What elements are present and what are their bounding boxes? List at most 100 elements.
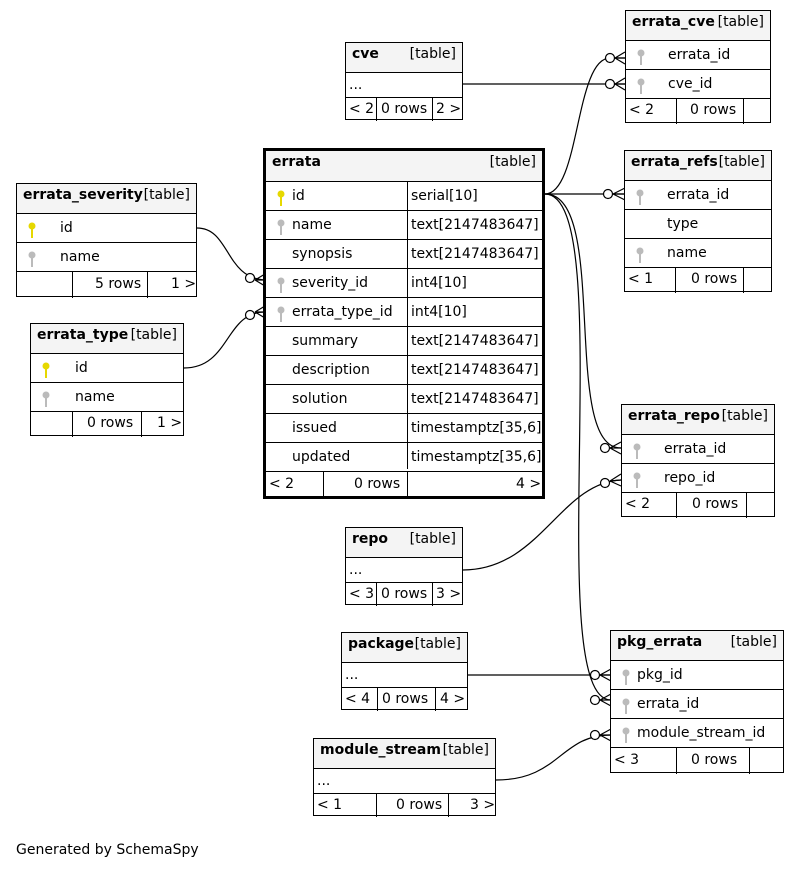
column-name: summary [292,333,359,349]
column-name: id [60,220,73,236]
nav-children[interactable]: 4 > [516,476,542,492]
collapsed-columns: ... [314,768,495,794]
column-row: solution text[2147483647] [266,384,542,414]
table-name: errata_cve [632,14,715,30]
foreign-key-icon [634,77,648,95]
nav-parents[interactable]: < 2 [349,101,375,117]
table-name: errata_type [37,327,129,343]
table-pkg-errata[interactable]: pkg_errata [table] pkg_id errata_id modu… [610,630,784,774]
column-name: id [292,188,305,204]
nav-children[interactable]: 1 > [171,276,197,292]
nav-parents[interactable]: < 2 [269,476,295,492]
nav-children[interactable]: 3 > [470,797,496,813]
edge-errata-to-errata-cve [544,57,625,195]
generator-credit: Generated by SchemaSpy [16,842,199,858]
table-header: cve [table] [346,43,462,72]
foreign-key-icon [630,442,644,460]
nav-parents[interactable]: < 1 [628,271,654,287]
column-row: id serial[10] [266,181,542,211]
column-name: errata_id [668,47,731,63]
column-row: name [17,242,196,272]
table-type-label: [table] [489,154,536,170]
table-errata-cve[interactable]: errata_cve [table] errata_id cve_id < 2 … [625,10,771,124]
primary-key-icon [39,361,53,379]
column-name: errata_id [637,696,700,712]
table-header: errata_cve [table] [626,11,770,40]
table-errata-refs[interactable]: errata_refs [table] errata_id type name … [624,150,772,293]
row-count: 0 rows [381,586,428,602]
table-header: module_stream [table] [314,739,495,768]
column-row: name [31,382,183,412]
nav-children[interactable]: 3 > [436,586,462,602]
table-footer: < 4 0 rows 4 > [342,687,467,711]
nav-parents[interactable]: < 3 [614,752,640,768]
nav-parents[interactable]: < 3 [349,586,375,602]
row-count: 0 rows [690,102,737,118]
edge-repo-to-errata-repo [462,479,622,571]
table-type-label: [table] [130,327,177,343]
foreign-key-icon [633,246,647,264]
column-name: id [75,360,88,376]
table-errata-type[interactable]: errata_type [table] id name 0 rows 1 > [30,323,184,437]
table-header: package [table] [342,633,467,662]
nav-children[interactable]: 1 > [157,415,183,431]
column-name: severity_id [292,275,369,291]
nav-parents[interactable]: < 2 [625,496,651,512]
row-count: 0 rows [396,797,443,813]
table-header: errata_severity [table] [17,184,196,213]
nav-parents[interactable]: < 4 [345,691,371,707]
nav-children[interactable]: 4 > [440,691,466,707]
column-name: solution [292,391,348,407]
ellipsis: ... [345,667,359,683]
edge-type-to-errata [183,311,266,369]
foreign-key-icon [39,390,53,408]
column-name: module_stream_id [637,725,766,741]
table-type-label: [table] [409,531,456,547]
table-footer: < 1 0 rows 3 > [314,793,495,817]
table-name: package [348,636,415,652]
table-name: errata_repo [628,408,720,424]
table-cve[interactable]: cve [table] ... < 2 0 rows 2 > [345,42,463,121]
column-name: name [667,245,707,261]
table-type-label: [table] [414,636,461,652]
row-count: 0 rows [692,496,739,512]
table-footer: < 2 0 rows [626,98,770,124]
table-repo[interactable]: repo [table] ... < 3 0 rows 3 > [345,527,463,606]
column-type: text[2147483647] [411,333,539,349]
nav-children[interactable]: 2 > [436,101,462,117]
table-type-label: [table] [409,46,456,62]
column-row: cve_id [626,69,770,99]
table-package[interactable]: package [table] ... < 4 0 rows 4 > [341,632,468,711]
column-type: text[2147483647] [411,246,539,262]
table-module-stream[interactable]: module_stream [table] ... < 1 0 rows 3 > [313,738,496,817]
row-count: 0 rows [691,271,738,287]
column-name: synopsis [292,246,353,262]
table-errata-repo[interactable]: errata_repo [table] errata_id repo_id < … [621,404,775,518]
column-name: type [667,216,699,232]
foreign-key-icon [634,48,648,66]
column-row: errata_id [611,689,783,719]
row-count: 0 rows [382,691,429,707]
nav-parents[interactable]: < 1 [317,797,343,813]
table-footer: 0 rows 1 > [31,411,183,437]
column-name: name [292,217,332,233]
nav-parents[interactable]: < 2 [629,102,655,118]
table-name: errata_refs [631,154,718,170]
table-footer: < 2 0 rows 4 > [266,471,542,496]
column-name: name [75,389,115,405]
column-type: timestamptz[35,6] [411,449,542,465]
foreign-key-icon [274,218,288,236]
table-errata[interactable]: errata [table] id serial[10] name text[2… [263,148,545,499]
column-name: description [292,362,370,378]
primary-key-icon [274,189,288,207]
edge-module-stream-to-pkg-errata [495,734,612,781]
column-name: pkg_id [637,667,683,683]
table-errata-severity[interactable]: errata_severity [table] id name 5 rows 1… [16,183,197,298]
table-header: repo [table] [346,528,462,557]
table-type-label: [table] [730,634,777,650]
column-name: errata_id [667,187,730,203]
foreign-key-icon [274,276,288,294]
edge-errata-to-errata-repo [544,193,622,449]
column-name: errata_id [664,441,727,457]
